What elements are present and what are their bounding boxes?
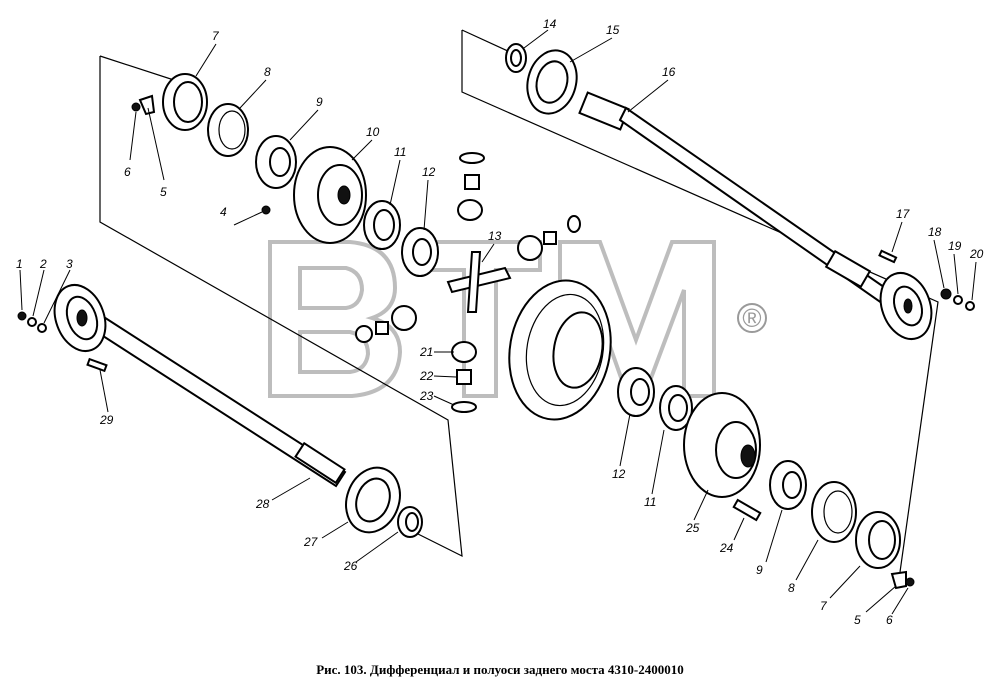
case-half-25	[683, 392, 761, 498]
callout-18: 18	[928, 225, 942, 239]
callout-20: 20	[969, 247, 984, 261]
callout-7-left: 7	[212, 29, 220, 43]
bolt-4	[261, 205, 271, 215]
callout-15: 15	[606, 23, 620, 37]
thrust-washer-23	[451, 401, 477, 413]
bushing-22	[456, 369, 472, 385]
callout-9-right: 9	[756, 563, 763, 577]
bolt-17	[878, 249, 898, 264]
callout-9-left: 9	[316, 95, 323, 109]
callout-24: 24	[719, 541, 734, 555]
callout-11-right: 11	[644, 495, 656, 509]
nut-3	[37, 323, 47, 333]
pinion-top	[457, 152, 485, 221]
washer-11-left	[363, 200, 401, 250]
lock-plate-5-right	[890, 570, 907, 590]
callout-3: 3	[66, 257, 73, 271]
callout-13: 13	[488, 229, 502, 243]
callout-8-left: 8	[264, 65, 271, 79]
callout-12-right: 12	[612, 467, 626, 481]
right-axle-shaft	[578, 91, 933, 340]
callout-17: 17	[896, 207, 911, 221]
washer-19	[953, 295, 963, 305]
callout-11-left: 11	[394, 145, 406, 159]
callout-16: 16	[662, 65, 676, 79]
left-assembly-frame	[99, 55, 463, 558]
callout-8-right: 8	[788, 581, 795, 595]
callout-6-left: 6	[124, 165, 131, 179]
side-gear-12-right	[617, 367, 655, 417]
nut-1	[17, 311, 27, 321]
washer-11-right	[659, 385, 693, 431]
cup-8-left	[207, 103, 249, 157]
pin-6-left	[131, 102, 141, 112]
callout-21: 21	[419, 345, 433, 359]
callout-12-left: 12	[422, 165, 436, 179]
pinion-gear-21	[451, 341, 477, 363]
pinion-right	[517, 215, 581, 261]
callout-6-right: 6	[886, 613, 893, 627]
nut-18	[940, 288, 952, 300]
pinion-left	[355, 305, 417, 343]
callout-5-left: 5	[160, 185, 167, 199]
callout-26: 26	[343, 559, 358, 573]
bearing-ring-7-right	[855, 511, 901, 569]
callout-28: 28	[255, 497, 270, 511]
shim-15	[526, 49, 578, 115]
callout-2: 2	[39, 257, 47, 271]
shim-27	[345, 466, 401, 534]
registered-mark: ®	[742, 303, 761, 333]
callout-27: 27	[303, 535, 319, 549]
callout-14: 14	[543, 17, 557, 31]
figure-caption: Рис. 103. Дифференциал и полуоси заднего…	[316, 662, 684, 677]
callout-23: 23	[419, 389, 434, 403]
callout-5-right: 5	[854, 613, 861, 627]
bolt-29	[86, 357, 108, 373]
ring-14	[505, 43, 527, 73]
callout-29: 29	[99, 413, 114, 427]
bearing-9-right	[769, 460, 807, 510]
pin-6-right	[905, 577, 915, 587]
ring-26	[397, 506, 423, 538]
washer-2	[27, 317, 37, 327]
callout-25: 25	[685, 521, 700, 535]
callout-1: 1	[16, 257, 23, 271]
leader-lines	[19, 29, 977, 615]
nut-20	[965, 301, 975, 311]
case-half-10	[293, 146, 367, 244]
callout-22: 22	[419, 369, 434, 383]
bearing-9-left	[255, 135, 297, 189]
spider-13	[446, 251, 512, 313]
bolt-24	[732, 498, 762, 522]
lock-plate-5-left	[138, 94, 156, 116]
callout-labels: 1 2 3 4 5 6 7 8 9 10 11 12 13 14 15 16 1…	[16, 17, 984, 627]
left-axle-shaft	[53, 284, 347, 488]
callout-19: 19	[948, 239, 962, 253]
bearing-ring-7-left	[162, 73, 208, 131]
cup-8-right	[811, 481, 857, 543]
callout-7-right: 7	[820, 599, 828, 613]
right-assembly-frame	[461, 29, 939, 573]
callout-4: 4	[220, 205, 227, 219]
callout-10: 10	[366, 125, 380, 139]
side-gear-12-left	[401, 227, 439, 277]
ring-gear	[508, 279, 612, 421]
